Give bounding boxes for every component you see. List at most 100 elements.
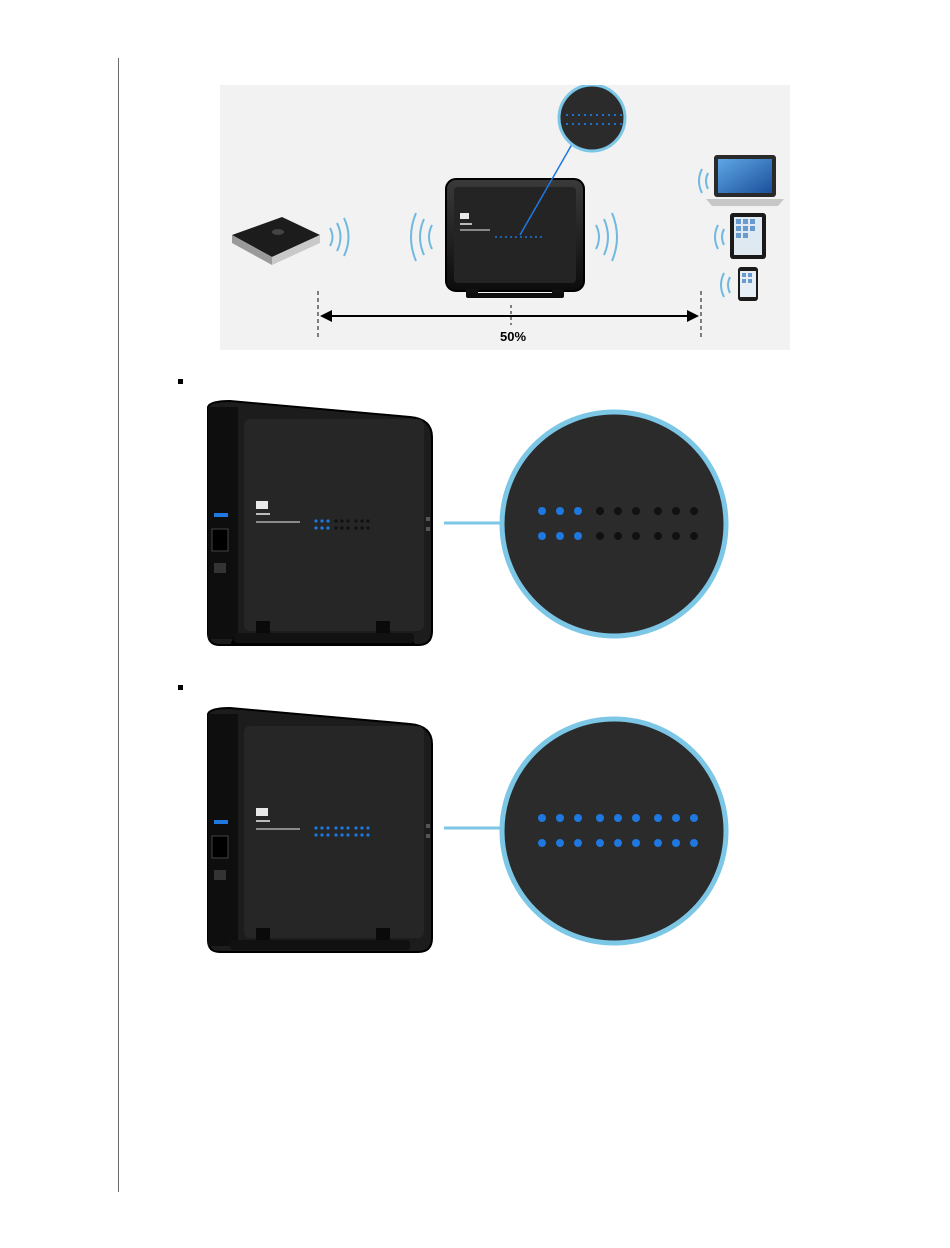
status-led	[314, 826, 317, 829]
status-led	[672, 839, 680, 847]
status-led	[326, 833, 329, 836]
status-led	[354, 526, 357, 529]
status-led	[614, 507, 622, 515]
status-led	[654, 839, 662, 847]
status-led	[538, 839, 546, 847]
status-led	[360, 526, 363, 529]
list-bullet	[178, 379, 183, 384]
status-led	[320, 826, 323, 829]
status-led	[495, 236, 497, 238]
status-led	[314, 526, 317, 529]
led-zoom-callout	[502, 412, 726, 636]
status-led	[690, 814, 698, 822]
wifi-extender-device-icon	[446, 179, 584, 298]
arrow-left-icon	[320, 310, 332, 322]
status-led	[556, 532, 564, 540]
status-led	[540, 236, 542, 238]
status-led	[608, 123, 610, 125]
placement-diagram: 50%	[220, 85, 790, 350]
status-led	[340, 519, 343, 522]
status-led	[346, 519, 349, 522]
status-led	[654, 814, 662, 822]
status-led	[556, 507, 564, 515]
status-led	[578, 114, 580, 116]
status-led	[314, 833, 317, 836]
status-led	[614, 814, 622, 822]
status-led	[608, 114, 610, 116]
led-zoom-callout	[502, 719, 726, 943]
status-led	[574, 507, 582, 515]
wifi-extender-waves-right-icon	[596, 213, 617, 261]
status-led	[614, 123, 616, 125]
status-led	[584, 114, 586, 116]
status-led	[525, 236, 527, 238]
status-led	[590, 123, 592, 125]
status-led	[320, 526, 323, 529]
status-led	[320, 519, 323, 522]
status-led	[334, 833, 337, 836]
status-led	[574, 532, 582, 540]
status-led	[596, 532, 604, 540]
status-led	[334, 526, 337, 529]
status-led	[614, 532, 622, 540]
status-led	[584, 123, 586, 125]
status-led	[556, 839, 564, 847]
status-led	[500, 236, 502, 238]
status-led	[520, 236, 522, 238]
status-led	[354, 519, 357, 522]
status-led	[366, 826, 369, 829]
phone-icon	[738, 267, 758, 301]
drive-wifi-waves-icon	[330, 218, 349, 256]
distance-percentage-label: 50%	[500, 329, 526, 344]
status-led	[354, 826, 357, 829]
status-led	[632, 507, 640, 515]
status-led	[672, 532, 680, 540]
status-led	[620, 123, 622, 125]
status-led	[578, 123, 580, 125]
tablet-wifi-waves-icon	[715, 225, 724, 249]
wifi-extender-waves-left-icon	[411, 213, 432, 261]
wifi-extender-device-icon	[208, 708, 432, 952]
status-led	[346, 526, 349, 529]
status-led	[538, 507, 546, 515]
status-led	[530, 236, 532, 238]
status-led	[346, 826, 349, 829]
status-led	[614, 839, 622, 847]
status-led	[510, 236, 512, 238]
status-led	[654, 532, 662, 540]
status-led	[690, 839, 698, 847]
status-led	[572, 123, 574, 125]
status-led	[360, 519, 363, 522]
status-led	[672, 814, 680, 822]
status-led	[596, 507, 604, 515]
status-led	[340, 826, 343, 829]
status-led	[354, 833, 357, 836]
status-led	[632, 839, 640, 847]
status-led	[602, 123, 604, 125]
arrow-right-icon	[687, 310, 699, 322]
status-led	[574, 839, 582, 847]
status-led	[326, 526, 329, 529]
status-led	[672, 507, 680, 515]
status-led	[602, 114, 604, 116]
status-led	[366, 519, 369, 522]
wifi-extender-device-icon	[208, 401, 432, 645]
status-led	[515, 236, 517, 238]
status-led	[690, 507, 698, 515]
status-led	[654, 507, 662, 515]
status-led	[596, 114, 598, 116]
status-led	[366, 833, 369, 836]
status-led	[320, 833, 323, 836]
status-led	[596, 839, 604, 847]
phone-wifi-waves-icon	[721, 273, 730, 297]
status-led	[334, 826, 337, 829]
status-led	[620, 114, 622, 116]
status-led	[538, 814, 546, 822]
status-led	[346, 833, 349, 836]
status-led	[566, 123, 568, 125]
distance-indicator: 50%	[318, 291, 701, 344]
status-led	[538, 532, 546, 540]
led-example-panel	[200, 393, 732, 657]
status-led	[334, 519, 337, 522]
status-led	[505, 236, 507, 238]
